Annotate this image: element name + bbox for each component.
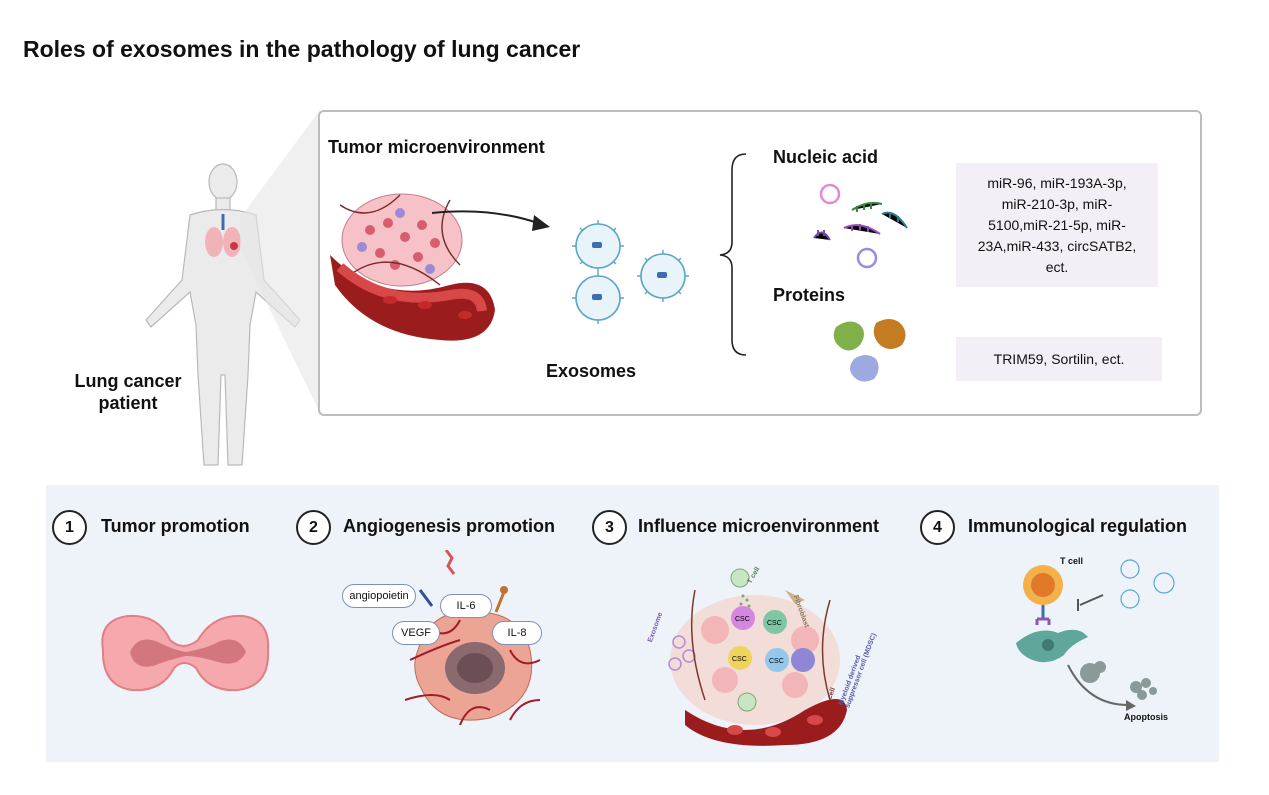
il8-label: IL-8 [492, 621, 542, 645]
grouping-brace [719, 153, 747, 356]
step-3-title: Influence microenvironment [638, 516, 880, 536]
protein-icons [833, 319, 906, 382]
vegf-label: VEGF [392, 621, 440, 645]
proteins-list: TRIM59, Sortilin, ect. [956, 337, 1162, 381]
nucleic-acid-icons [813, 183, 908, 269]
csc-label-4: CSC [769, 658, 784, 665]
step-1-number: 1 [52, 510, 87, 545]
step-1-title: Tumor promotion [101, 516, 250, 536]
exosomes-label: Exosomes [546, 361, 637, 381]
tumor-microenvironment-label: Tumor microenvironment [328, 137, 545, 157]
dividing-tumor-cell-illustration [101, 614, 270, 692]
arrow-to-exosomes [431, 210, 550, 231]
immune-regulation-illustration [1016, 559, 1175, 711]
t-cell-label-immuno: T cell [1060, 556, 1084, 566]
proteins-label: Proteins [773, 285, 846, 305]
csc-label-3: CSC [732, 656, 747, 663]
exosome-particles [572, 220, 689, 324]
step-4-number: 4 [920, 510, 955, 545]
csc-label-1: CSC [735, 616, 750, 623]
figure-title: Roles of exosomes in the pathology of lu… [23, 36, 581, 62]
proteins-items: TRIM59, Sortilin, ect. [993, 351, 1125, 367]
nucleic-acid-label: Nucleic acid [773, 147, 879, 167]
step-2-number: 2 [296, 510, 331, 545]
zoom-callout [240, 110, 320, 413]
nucleic-acid-list: miR-96, miR-193A-3p, miR-210-3p, miR-510… [956, 163, 1158, 287]
csc-label-2: CSC [767, 620, 782, 627]
il6-label: IL-6 [440, 594, 492, 618]
angiopoietin-label: angiopoietin [342, 584, 416, 608]
tumor-microenvironment-illustration [330, 193, 495, 341]
step-2-title: Angiogenesis promotion [343, 516, 556, 536]
microenvironment-illustration: CSC CSC CSC CSC [668, 568, 847, 746]
nucleic-acid-items: miR-96, miR-193A-3p, miR-210-3p, miR-510… [977, 174, 1137, 275]
apoptosis-label: Apoptosis [1124, 712, 1168, 722]
patient-label: Lung cancer patient [74, 371, 182, 413]
step-3-number: 3 [592, 510, 627, 545]
step-4-title: Immunological regulation [968, 516, 1188, 536]
